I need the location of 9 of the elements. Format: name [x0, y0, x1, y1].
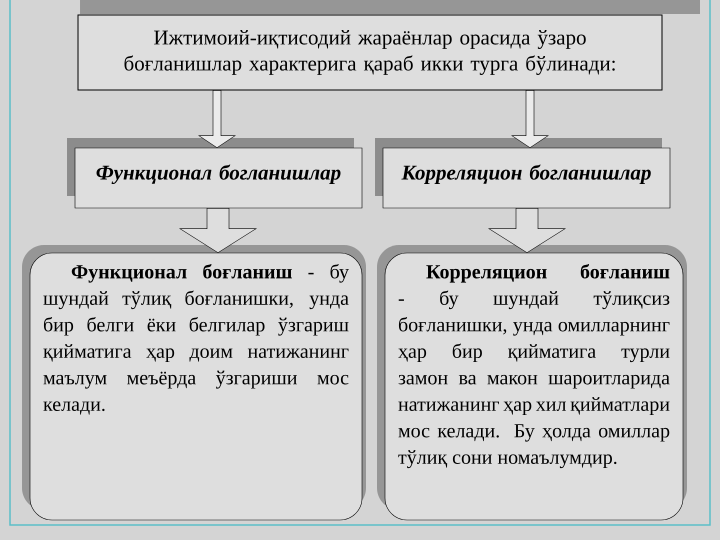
- category-box: Функционал богланишлар: [74, 148, 362, 208]
- definition-box: Функционал боғланиш - бу шундай тўлиқ боғланишки, унда бир белги ёки белгилар ўзгариш қийматига ҳар доим натижанинг маълум меъёрда ўзгариши мос келади.: [30, 252, 362, 520]
- category-box: Корреляцион богланишлар: [382, 148, 670, 208]
- block-arrow: [178, 208, 258, 254]
- title-box: Ижтимоий-иқтисодий жараёнлар орасида ўзаро боғланишлар характерига қараб икки турга бўлинади:: [78, 14, 662, 90]
- block-arrow: [511, 90, 549, 148]
- block-arrow: [488, 208, 566, 254]
- block-arrow: [198, 90, 236, 148]
- definition-box: Корреляцион боғланиш - бу шундай тўлиқсиз боғланишки, унда омилларнинг ҳар бир қийматига турли замон ва макон шароитларида натижанинг ҳар хил қийматлари мос келади. Бу ҳолда омиллар тўлиқ сони номаълумдир.: [384, 252, 684, 520]
